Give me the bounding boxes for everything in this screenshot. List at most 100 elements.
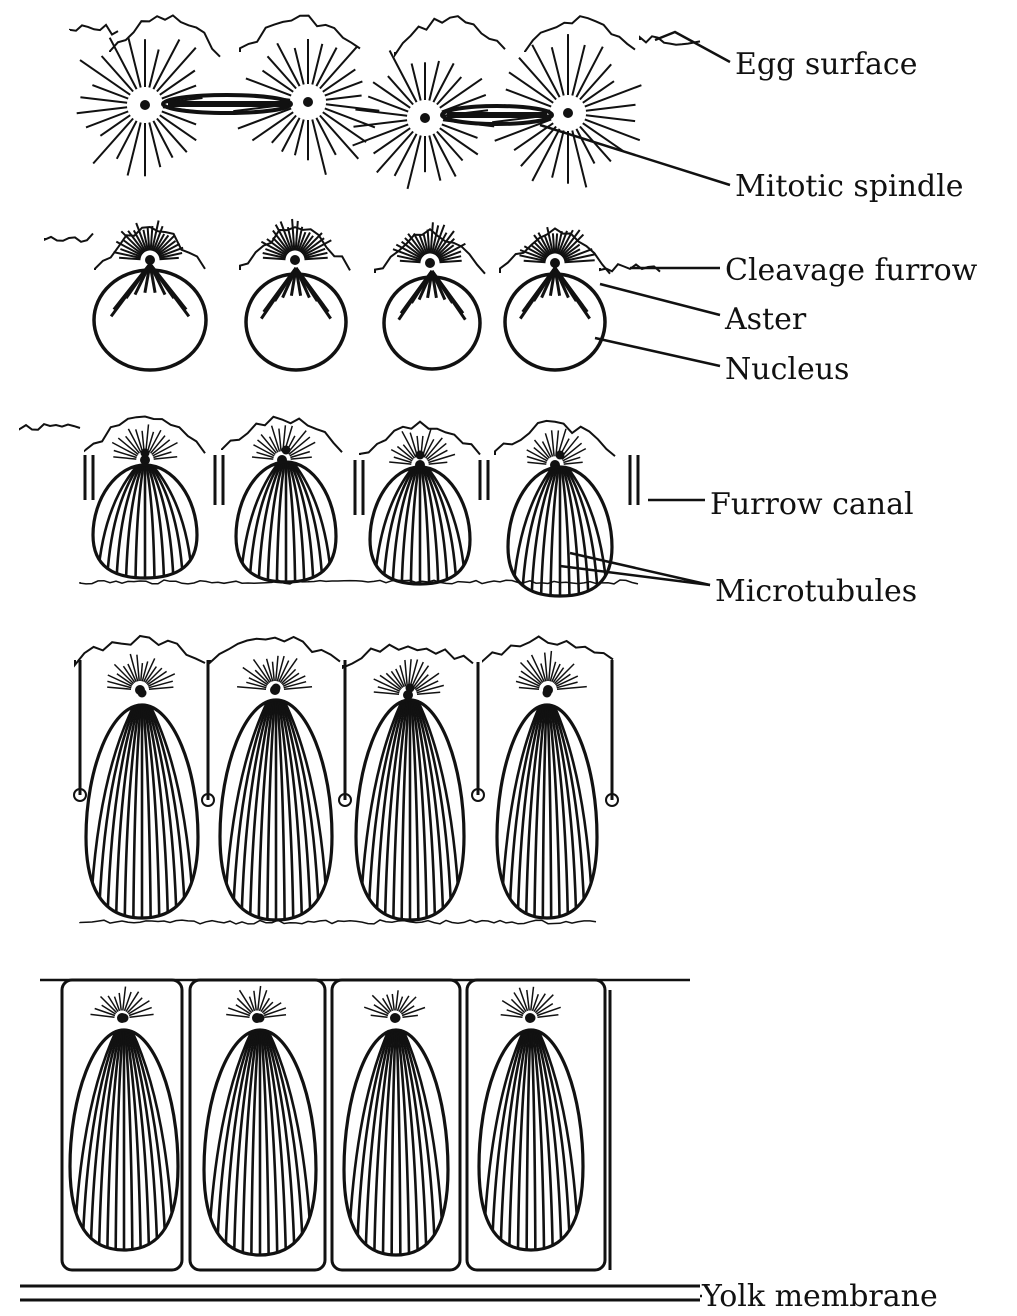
centrosome [120,1014,129,1023]
aster [492,34,641,187]
aster [374,659,444,700]
stage-3-furrow-canals [20,417,638,597]
nucleus [204,1014,316,1256]
aster-ray [254,991,256,1011]
aster-ray [291,457,312,459]
aster-ray [246,78,291,95]
centrosome [556,451,565,460]
cleavage-furrow-mound [483,637,613,661]
surface-mound [395,16,505,55]
aster [353,51,495,189]
aster-ray [80,97,127,103]
label-microtubules: Microtubules [715,577,917,607]
aster-ray [92,85,128,99]
surface-mound [110,15,220,56]
aster-ray [325,81,363,95]
aster-ray [506,89,551,106]
label-furrow-canal: Furrow canal [710,490,914,520]
aster-ray [354,120,408,127]
centrosome [145,255,155,265]
nucleus [236,446,336,583]
furrow-canal [355,460,363,515]
aster-ray [572,45,585,96]
aster-ray [252,457,273,459]
aster-ray [128,123,141,176]
egg-surface [20,424,80,430]
aster [516,651,587,695]
aster-ray [554,664,574,684]
aster-ray [417,692,440,694]
aster [112,424,177,465]
aster-ray [552,47,564,95]
aster-ray [389,462,411,464]
aster-ray [527,990,529,1011]
nucleus [497,689,597,919]
aster [389,429,455,470]
label-mitotic-spindle: Mitotic spindle [735,172,964,202]
nucleus [370,451,470,585]
stage-base [80,920,596,924]
aster-ray [77,107,127,113]
label-nucleus: Nucleus [725,355,849,385]
cleavage-furrow-mound [75,636,205,665]
aster-ray [442,124,478,137]
aster-ray [119,993,121,1011]
aster-ray [403,1015,418,1017]
aster-ray [312,120,326,175]
aster [252,425,315,465]
nucleus-outline [505,274,605,370]
cleavage-furrow-mound [360,422,480,455]
aster-ray [501,1015,523,1018]
microtubule [543,705,547,918]
egg-surface [70,25,118,35]
centrosome [290,255,300,265]
microtubule [397,1030,401,1255]
aster [527,429,586,470]
stage-1-mitotic-spindles [70,15,700,189]
aster-ray [553,233,554,253]
centrosome [416,451,425,460]
nucleus [344,1014,448,1256]
aster-ray [372,995,389,1012]
cleavage-furrow-mound [222,417,342,452]
aster-ray [552,131,564,178]
label-aster: Aster [725,305,806,335]
leader-nucleus [595,338,720,366]
furrow-canal [215,455,223,505]
aster-ray [355,110,407,116]
label-yolk-membrane: Yolk membrane [702,1282,938,1312]
label-cleavage-furrow: Cleavage furrow [725,256,977,286]
aster-ray [86,111,128,127]
aster-ray [392,994,394,1011]
nucleus-outline [246,274,346,370]
aster-ray [273,662,275,681]
nucleus [220,684,332,921]
nucleus [505,268,605,370]
aster-ray [586,105,636,111]
label-egg-surface: Egg surface [735,50,917,80]
stage-4-elongating-nuclei [74,636,618,924]
aster-ray [586,115,635,121]
aster-ray [326,96,362,100]
aster-ray [113,457,136,459]
nucleus [508,451,612,597]
centrosome [527,1014,536,1023]
aster-ray [429,462,448,464]
centrosome [140,100,150,110]
nucleus [86,689,198,919]
stage-2-cleavage-furrows [45,219,660,370]
microtubule [527,1030,531,1250]
nucleus [93,449,197,579]
centrosome [282,446,291,455]
aster-ray [149,687,173,689]
egg-surface [45,234,93,242]
nucleus [356,684,464,921]
nucleus [70,1014,178,1251]
aster [114,221,184,266]
aster-ray [279,429,281,452]
nucleus [246,268,346,370]
furrow-canal [480,460,488,500]
nucleus [384,271,480,369]
microtubule [532,1030,536,1250]
label-leader-lines [540,32,730,1296]
